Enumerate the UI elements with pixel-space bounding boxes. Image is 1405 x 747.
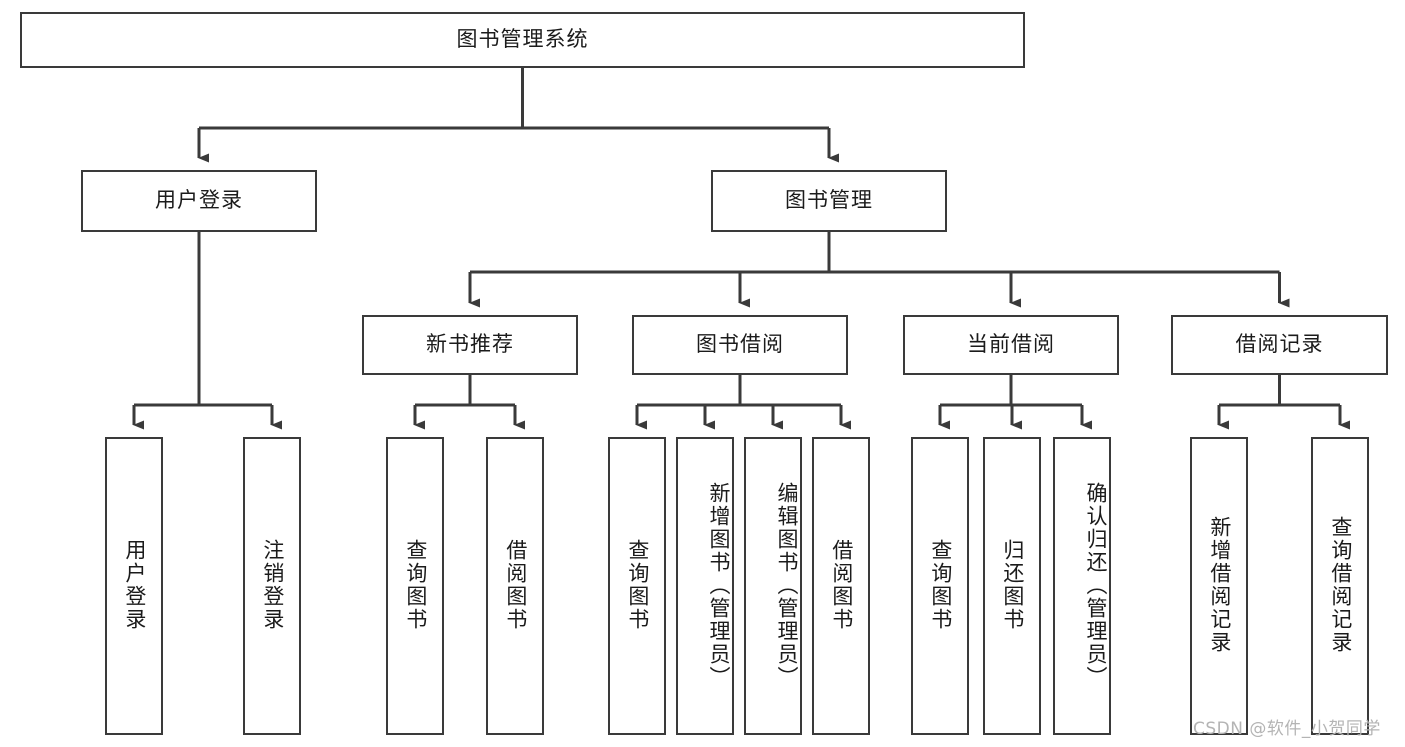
node-leaf-user-login[interactable]: 用户登录 bbox=[105, 437, 163, 735]
node-current-borrow[interactable]: 当前借阅 bbox=[903, 315, 1119, 375]
node-leaf-query-book-2[interactable]: 查询图书 bbox=[608, 437, 666, 735]
node-leaf-add-book[interactable]: 新增图书（管理员） bbox=[676, 437, 734, 735]
node-borrow-record[interactable]: 借阅记录 bbox=[1171, 315, 1388, 375]
node-leaf-borrow-book-1[interactable]: 借阅图书 bbox=[486, 437, 544, 735]
node-leaf-query-book-3[interactable]: 查询图书 bbox=[911, 437, 969, 735]
node-leaf-borrow-book-2[interactable]: 借阅图书 bbox=[812, 437, 870, 735]
node-leaf-confirm-return[interactable]: 确认归还（管理员） bbox=[1053, 437, 1111, 735]
node-new-book-recommend[interactable]: 新书推荐 bbox=[362, 315, 578, 375]
csdn-watermark: CSDN @软件_小贺同学 bbox=[1193, 719, 1381, 739]
node-user-login[interactable]: 用户登录 bbox=[81, 170, 317, 232]
node-leaf-edit-book[interactable]: 编辑图书（管理员） bbox=[744, 437, 802, 735]
node-leaf-return-book[interactable]: 归还图书 bbox=[983, 437, 1041, 735]
node-root[interactable]: 图书管理系统 bbox=[20, 12, 1025, 68]
node-leaf-query-borrow-record[interactable]: 查询借阅记录 bbox=[1311, 437, 1369, 735]
node-book-manage[interactable]: 图书管理 bbox=[711, 170, 947, 232]
node-leaf-query-book-1[interactable]: 查询图书 bbox=[386, 437, 444, 735]
node-book-borrow[interactable]: 图书借阅 bbox=[632, 315, 848, 375]
node-leaf-add-borrow-record[interactable]: 新增借阅记录 bbox=[1190, 437, 1248, 735]
node-leaf-logout[interactable]: 注销登录 bbox=[243, 437, 301, 735]
